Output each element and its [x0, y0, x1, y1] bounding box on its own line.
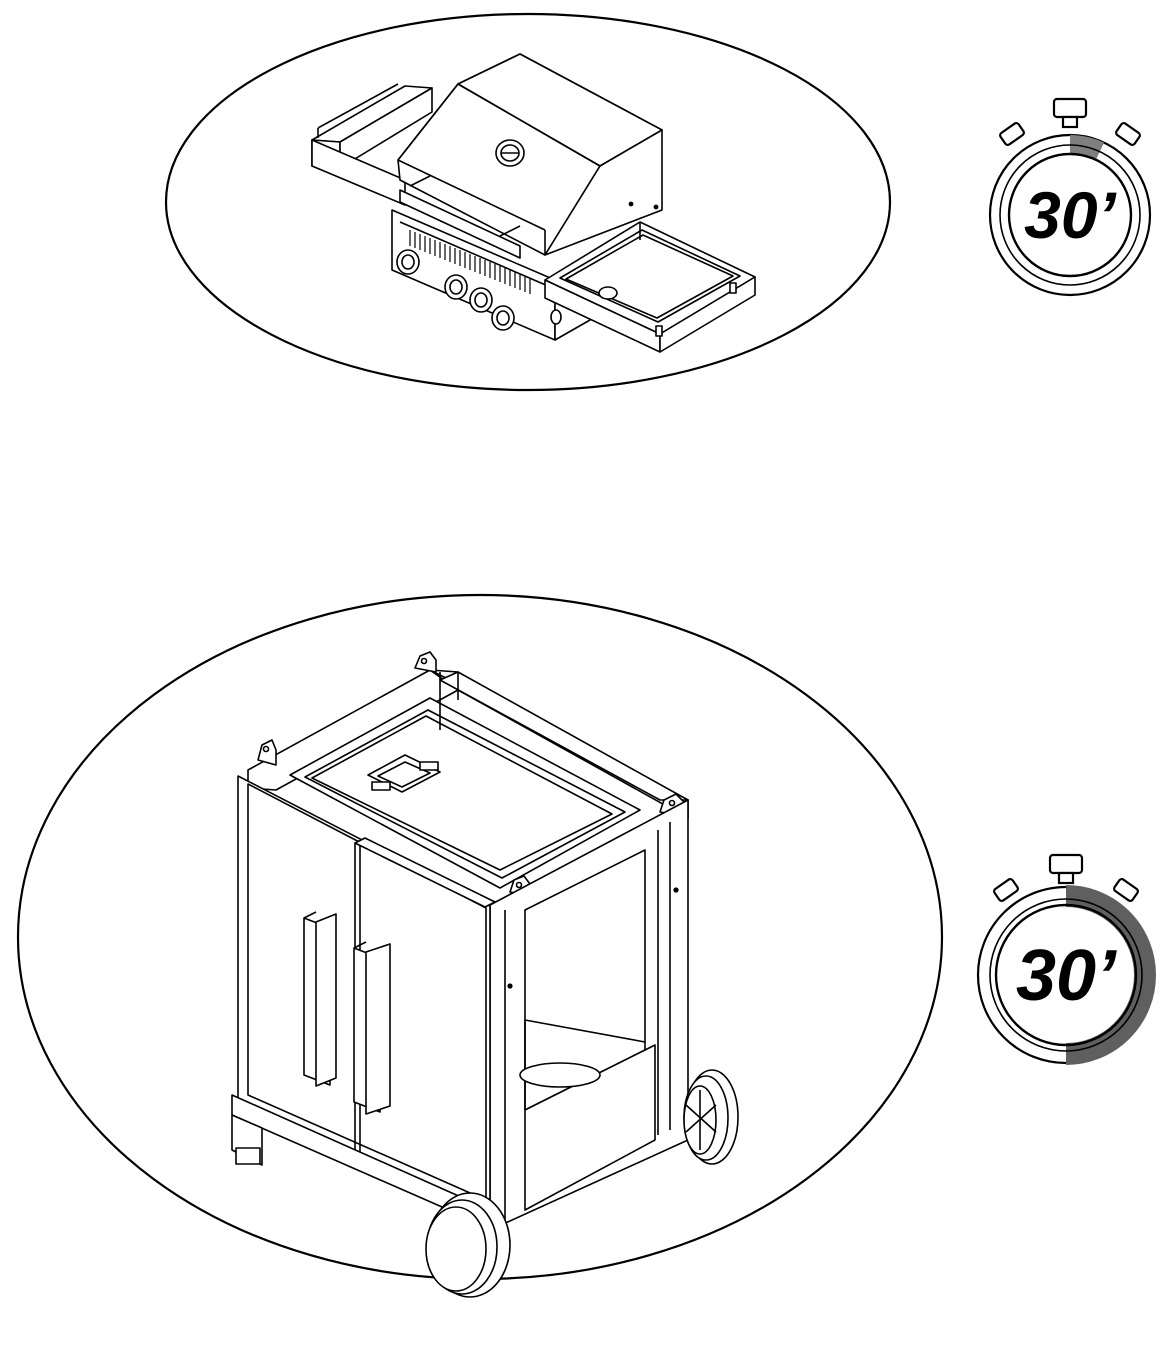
grill-lid	[397, 53, 663, 259]
grill-cart-drawing	[231, 651, 739, 1298]
step-1-illustration	[164, 12, 892, 392]
timer-label: 30’	[1016, 936, 1117, 1016]
control-knobs	[396, 249, 515, 331]
stopwatch-left-button-icon	[993, 878, 1019, 902]
step-2-timer: 30’	[976, 853, 1156, 1065]
knob-icon	[396, 249, 420, 275]
stopwatch-right-button-icon	[1113, 878, 1139, 902]
mounting-tab-icon	[257, 739, 277, 766]
right-side-burner	[544, 221, 756, 353]
stopwatch-crown-icon	[1048, 853, 1084, 875]
wheel-icon	[683, 1069, 739, 1165]
wheel-icon	[425, 1192, 511, 1298]
timer-label: 30’	[1024, 178, 1117, 252]
cart-right-side	[489, 799, 689, 1231]
timer-progress-arc	[1065, 885, 1156, 1065]
grill-head-drawing	[311, 53, 756, 353]
stopwatch-left-button-icon	[999, 122, 1025, 146]
timer-progress-arc	[1069, 135, 1105, 160]
knob-icon	[469, 287, 493, 313]
drip-tray-handle-icon	[367, 754, 441, 793]
step-2-illustration	[16, 593, 944, 1298]
knob-icon	[444, 274, 468, 300]
stopwatch-crown-icon	[1052, 97, 1088, 119]
left-side-shelf	[311, 83, 433, 206]
stopwatch-outer-ring	[988, 133, 1152, 297]
knob-icon	[491, 305, 515, 331]
mounting-tab-icon	[414, 651, 437, 673]
thermometer-icon	[495, 139, 525, 167]
step-1-ellipse	[164, 12, 892, 392]
stopwatch-right-button-icon	[1115, 122, 1141, 146]
door-handle-icon	[303, 911, 337, 1087]
step-1-timer: 30’	[988, 97, 1152, 297]
door-handle-icon	[353, 941, 391, 1115]
